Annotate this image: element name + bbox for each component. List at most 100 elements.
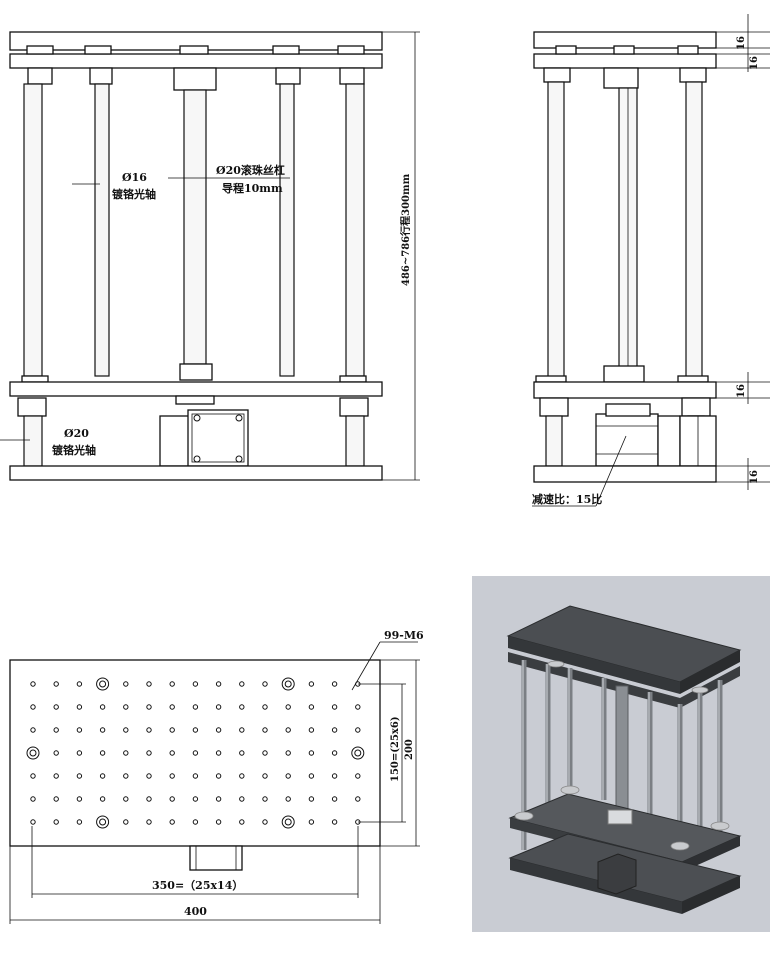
m6-hole [53,750,59,756]
front-rod-20-lower [345,415,365,467]
screw-lead-label: 导程10mm [222,181,283,195]
front-bearing-block [27,67,53,85]
m6-hole [76,773,83,779]
m6-hole [239,796,245,802]
m6-hole [192,750,199,756]
m6-hole [146,796,152,802]
m6-hole [262,773,268,779]
m6-hole [99,704,106,710]
m6-hole [146,819,152,825]
m6-hole [53,796,59,802]
m6-hole [169,773,175,779]
rod20-desc-label: 镀铬光轴 [52,443,96,457]
m6-hole [285,704,291,710]
m6-hole [331,750,338,756]
front-flange-low [339,375,367,383]
dim-top-2: 16 [749,56,760,70]
front-flange-low [21,375,49,383]
m6-hole [262,819,268,825]
front-flange [337,45,365,55]
m6-hole [331,796,338,802]
m6-hole [146,750,152,756]
m6-hole [285,796,291,802]
front-rod-16 [279,83,295,377]
m6-hole [331,727,338,733]
m6-hole [355,704,361,710]
m6-hole [99,796,106,802]
m6-hole [146,773,152,779]
m6-hole [355,796,361,802]
counterbore-hole-inner [354,749,362,757]
front-second-plate [9,53,383,69]
m6-hole [262,704,268,710]
dim-bottom: 16 [749,470,760,484]
reduction-ratio-label: 减速比：15比 [532,492,602,506]
m6-hole [192,727,199,733]
m6-hole [123,796,129,802]
m6-hole [123,773,129,779]
front-flange [26,45,54,55]
side-gearbox [595,413,659,467]
height-dimension-label: 486~786行程300mm [399,173,412,286]
front-flange [84,45,112,55]
m6-hole [123,750,129,756]
m6-hole [215,819,222,825]
render-screw [615,685,629,817]
front-rod-20 [23,83,43,377]
front-rod-20-lower [23,415,43,467]
side-rod [547,81,565,379]
front-bottom-plate [9,465,383,481]
rod20-diameter-label: Ø20 [64,427,89,440]
m6-hole [192,704,199,710]
render-view [472,576,770,932]
m6-hole [30,727,36,733]
height-total-label: 200 [404,739,415,760]
m6-hole [123,819,129,825]
m6-hole [76,704,83,710]
side-rod [685,81,703,379]
hole-grid [26,677,365,829]
motor-screw [235,455,243,463]
rod16-desc-label: 镀铬光轴 [112,187,156,201]
front-lower-block [17,397,47,417]
m6-hole [76,819,83,825]
dim-top-1: 16 [736,36,747,50]
m6-hole [76,681,83,687]
m6-hole [169,704,175,710]
m6-hole [30,773,36,779]
m6-hole [331,773,338,779]
front-bearing-block [89,67,113,85]
dim-mid: 16 [736,384,747,398]
screw-diameter-label: Ø20滚珠丝杠 [216,163,285,177]
m6-hole [215,727,222,733]
m6-hole [99,773,106,779]
m6-hole [169,819,175,825]
front-bearing-block [339,67,365,85]
m6-hole [76,727,83,733]
m6-hole [30,681,36,687]
m6-hole [239,773,245,779]
m6-hole [169,681,175,687]
front-flange [272,45,300,55]
top-motor-outline [189,845,243,871]
m6-hole [239,727,245,733]
m6-hole [192,773,199,779]
m6-hole [262,681,268,687]
m6-hole [215,773,222,779]
m6-hole [169,796,175,802]
m6-hole [262,750,268,756]
m6-hole [262,796,268,802]
m6-hole [169,727,175,733]
m6-hole [215,796,222,802]
m6-hole [99,750,106,756]
motor-screw [235,414,243,422]
m6-hole [308,750,315,756]
m6-hole [146,704,152,710]
width-inner-label: 350=（25x14） [152,879,243,892]
m6-hole [331,704,338,710]
front-rod-16 [94,83,110,377]
counterbore-hole-inner [99,818,107,826]
m6-hole [53,773,59,779]
m6-hole [331,819,338,825]
